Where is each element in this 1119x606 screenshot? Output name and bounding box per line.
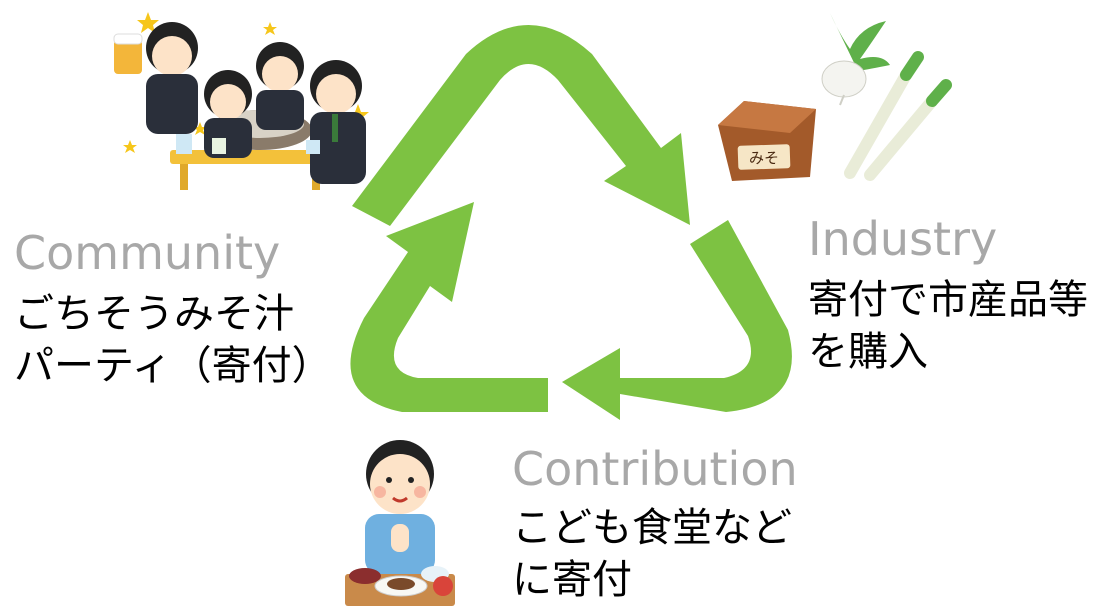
party-illustration	[113, 12, 369, 190]
community-line-1: ごちそうみそ汁	[14, 291, 294, 337]
industry-line-1: 寄付で市産品等	[808, 277, 1088, 323]
community-heading: Community	[14, 226, 281, 280]
miso-label: みそ	[749, 149, 779, 167]
cycle-arrow-left	[350, 202, 548, 412]
miso-container-icon: みそ	[718, 101, 816, 181]
cycle-arrow-top	[352, 25, 690, 226]
produce-illustration: みそ	[718, 13, 952, 181]
community-description: ごちそうみそ汁 パーティ（寄付）	[14, 288, 332, 392]
contribution-line-1: こども食堂など	[512, 505, 792, 551]
industry-description: 寄付で市産品等 を購入	[808, 274, 1088, 378]
cycle-arrow-right	[562, 220, 792, 420]
contribution-heading: Contribution	[512, 442, 798, 496]
child-illustration	[345, 440, 455, 606]
industry-heading: Industry	[808, 212, 998, 266]
contribution-description: こども食堂など に寄付	[512, 502, 792, 606]
green-onion-icon	[844, 51, 952, 181]
contribution-line-2: に寄付	[512, 557, 632, 603]
radish-icon	[821, 13, 890, 106]
community-line-2: パーティ（寄付）	[14, 343, 332, 389]
industry-line-2: を購入	[808, 329, 928, 375]
